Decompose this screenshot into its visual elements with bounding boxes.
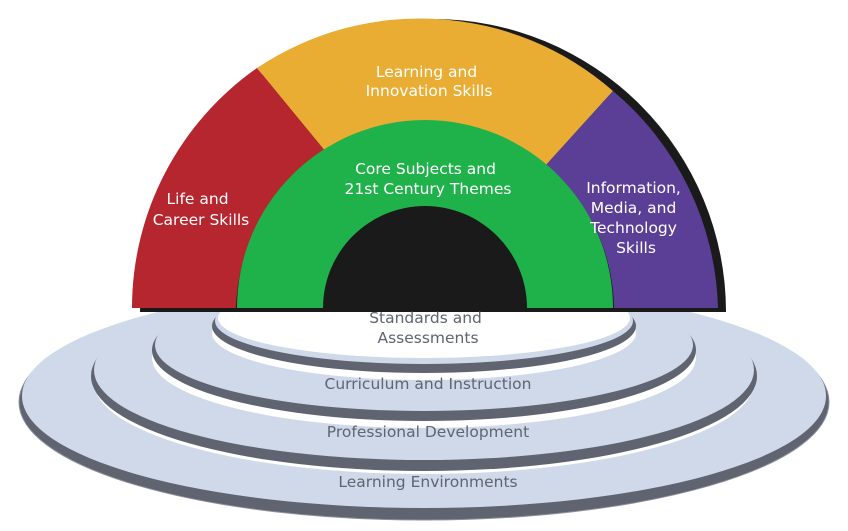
learning-innovation-label: Learning and Innovation Skills xyxy=(366,63,493,100)
outer-arch xyxy=(132,18,718,308)
segment-core-subjects xyxy=(237,120,613,308)
curriculum-instruction-label: Curriculum and Instruction xyxy=(325,375,532,393)
segment-learning-innovation xyxy=(257,18,613,165)
core-subjects-label: Core Subjects and 21st Century Themes xyxy=(345,160,512,198)
standards-assessments-label: Standards and Assessments xyxy=(369,309,487,347)
professional-development-label: Professional Development xyxy=(327,423,529,441)
learning-environments-label: Learning Environments xyxy=(338,473,517,491)
segment-life-career xyxy=(132,68,326,308)
information-media-label: Information, Media, and Technology Skill… xyxy=(586,179,686,257)
segment-information-media xyxy=(546,91,718,308)
life-career-label: Life and Career Skills xyxy=(153,190,250,229)
